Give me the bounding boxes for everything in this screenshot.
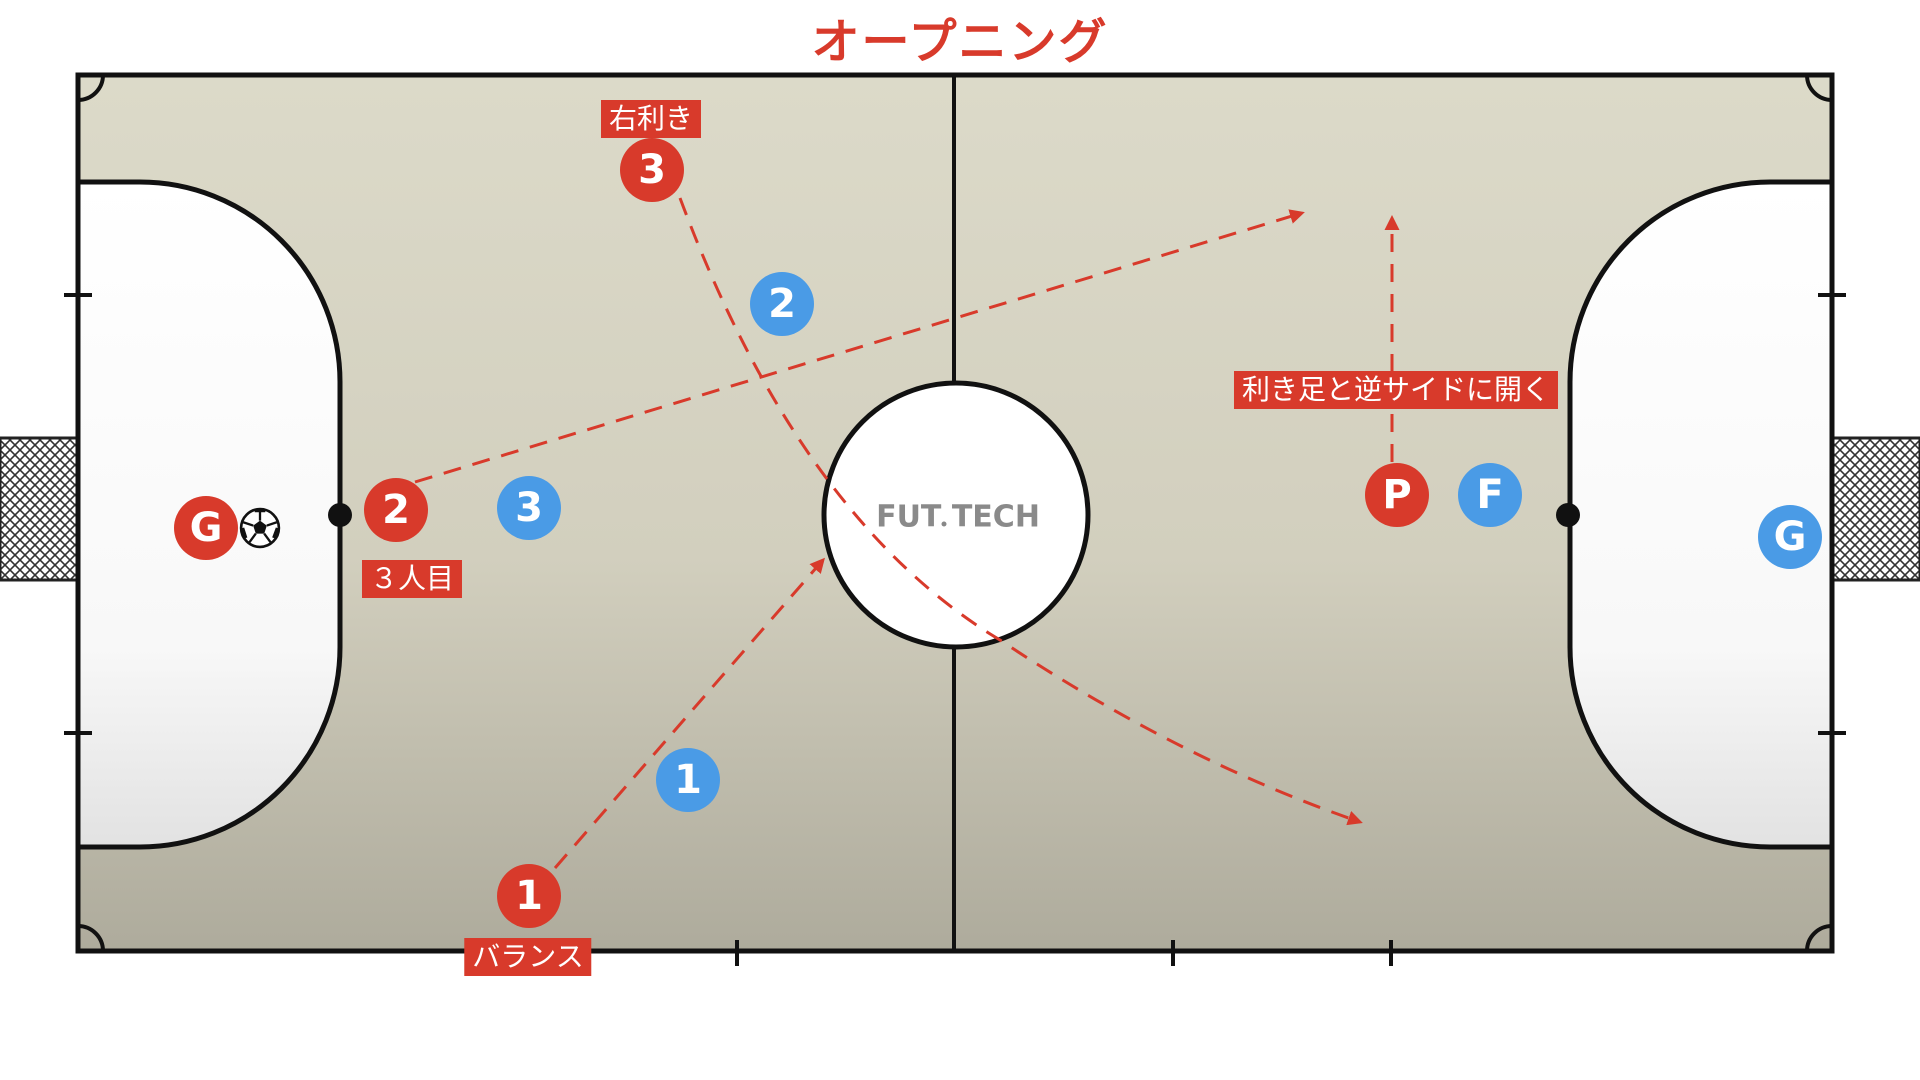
corner-arc bbox=[1805, 74, 1833, 102]
run-arrow-1-to-center bbox=[553, 557, 825, 869]
defense-player-1[interactable]: 1 bbox=[656, 748, 720, 812]
attack-player-2[interactable]: 2 bbox=[364, 478, 428, 542]
attack-player-1[interactable]: 1 bbox=[497, 864, 561, 928]
defense-forward[interactable]: F bbox=[1458, 463, 1522, 527]
corner-arc bbox=[77, 74, 105, 102]
soccer-ball-icon bbox=[239, 507, 281, 549]
court-ticks bbox=[64, 293, 1846, 966]
defense-goalkeeper[interactable]: G bbox=[1758, 505, 1822, 569]
label-right-footed: 右利き bbox=[600, 100, 702, 138]
corner-arc bbox=[1805, 924, 1833, 952]
pass-arrow-2-to-right bbox=[414, 209, 1305, 484]
right-penalty-spot bbox=[1556, 503, 1580, 527]
label-balance: バランス bbox=[464, 938, 592, 976]
label-third-man: ３人目 bbox=[361, 560, 463, 598]
label-open-opposite-side: 利き足と逆サイドに開く bbox=[1233, 371, 1559, 409]
defense-player-2[interactable]: 2 bbox=[750, 272, 814, 336]
corner-arc bbox=[77, 924, 105, 952]
defense-player-3[interactable]: 3 bbox=[497, 476, 561, 540]
attack-goalkeeper[interactable]: G bbox=[174, 496, 238, 560]
run-arrow-3-diagonal bbox=[678, 197, 1363, 826]
attack-player-3[interactable]: 3 bbox=[620, 138, 684, 202]
center-spot bbox=[941, 521, 947, 527]
center-circle bbox=[821, 380, 1091, 650]
movement-arrows bbox=[414, 197, 1400, 869]
right-goal-net bbox=[1830, 436, 1920, 582]
left-goal-net bbox=[0, 436, 80, 582]
left-penalty-spot bbox=[328, 503, 352, 527]
attack-pivot[interactable]: P bbox=[1365, 463, 1429, 527]
fut-tech-logo: FUT TECH bbox=[876, 499, 1040, 535]
right-penalty-area bbox=[1567, 179, 1835, 850]
diagram-title: オープニング bbox=[811, 14, 1109, 70]
